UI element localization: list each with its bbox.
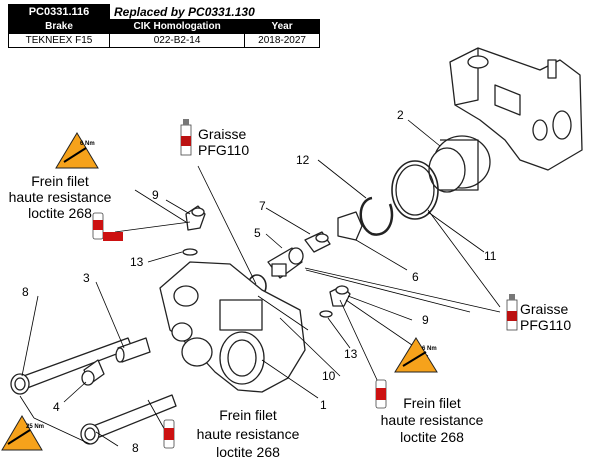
- bleed-screw-top: [185, 205, 206, 231]
- bleed-screw-right: [329, 285, 351, 307]
- callout-9-top: 9: [152, 188, 159, 202]
- torque-warning-icon: 6 Nm: [394, 337, 438, 373]
- col-brake: Brake: [8, 18, 110, 34]
- bolt-long: [10, 337, 133, 395]
- callout-5: 5: [254, 226, 261, 240]
- cell-homologation: 022-B2-14: [108, 32, 246, 48]
- callout-6: 6: [412, 270, 419, 284]
- loctite-bottle-icon: [375, 379, 387, 409]
- callout-9-right: 9: [422, 313, 429, 327]
- bolt-short: [80, 394, 177, 445]
- cell-brake: TEKNEEX F15: [8, 32, 110, 48]
- callout-2: 2: [397, 108, 404, 122]
- callout-8-top: 8: [22, 285, 29, 299]
- bracket-assembly: [449, 47, 583, 171]
- note-grease-right-line1: Graisse: [520, 301, 568, 317]
- note-loctite-right-line3: loctite 268: [400, 429, 464, 445]
- cell-year: 2018-2027: [244, 32, 320, 48]
- loctite-bottle-icon: [163, 419, 175, 449]
- callout-13-right: 13: [344, 347, 358, 361]
- col-homologation: CIK Homologation: [108, 18, 246, 34]
- header-table: PC0331.116 Replaced by PC0331.130 Brake …: [8, 4, 320, 48]
- torque-warning-icon: 6 Nm: [55, 132, 99, 169]
- grease-tube-icon: [506, 294, 518, 331]
- callout-4: 4: [53, 400, 60, 414]
- cam: [337, 211, 363, 241]
- callout-11: 11: [484, 249, 497, 263]
- callout-1: 1: [320, 398, 327, 412]
- washer-top: [182, 248, 198, 256]
- cam-shaft: [267, 247, 304, 279]
- leader-lines: [19, 119, 501, 447]
- torque-label-right: 6 Nm: [422, 346, 437, 352]
- torque-label-bottom: 25 Nm: [26, 424, 44, 430]
- pin: [304, 231, 331, 253]
- callout-12: 12: [296, 153, 310, 167]
- note-loctite-right-line1: Frein filet: [403, 395, 461, 411]
- note-loctite-bottom-line3: loctite 268: [216, 444, 280, 460]
- fitting: [115, 337, 151, 363]
- caliper-body: [159, 261, 306, 393]
- note-loctite-left-line3: loctite 268: [28, 205, 92, 221]
- note-grease-top-line1: Graisse: [198, 126, 246, 142]
- loctite-bottle-icon: [92, 212, 123, 241]
- replaced-by: Replaced by PC0331.130: [114, 4, 255, 19]
- callout-10: 10: [322, 369, 336, 383]
- torque-warning-icon: 25 Nm: [1, 415, 44, 451]
- callouts: 2 12 7 5 6 11 9 13 3 8 4 8 1 10 9 13: [22, 108, 497, 455]
- note-loctite-bottom-line1: Frein filet: [219, 407, 277, 423]
- callout-7: 7: [259, 199, 266, 213]
- part-ref: PC0331.116: [8, 4, 110, 20]
- piston: [428, 135, 491, 193]
- torque-label-top: 6 Nm: [80, 141, 95, 147]
- callout-3: 3: [83, 271, 90, 285]
- circlip: [359, 196, 394, 236]
- note-loctite-right-line2: haute resistance: [381, 412, 484, 428]
- callout-8-bottom: 8: [132, 441, 139, 455]
- callout-13-top: 13: [130, 255, 144, 269]
- spacer: [81, 359, 105, 386]
- o-ring: [391, 160, 439, 220]
- note-grease-top-line2: PFG110: [198, 142, 249, 158]
- note-loctite-bottom-line2: haute resistance: [197, 426, 300, 442]
- note-loctite-left-line1: Frein filet: [31, 173, 89, 189]
- note-loctite-left-line2: haute resistance: [9, 189, 112, 205]
- washer-right: [319, 310, 333, 318]
- grease-tube-icon: [180, 119, 192, 156]
- note-grease-right-line2: PFG110: [520, 317, 571, 333]
